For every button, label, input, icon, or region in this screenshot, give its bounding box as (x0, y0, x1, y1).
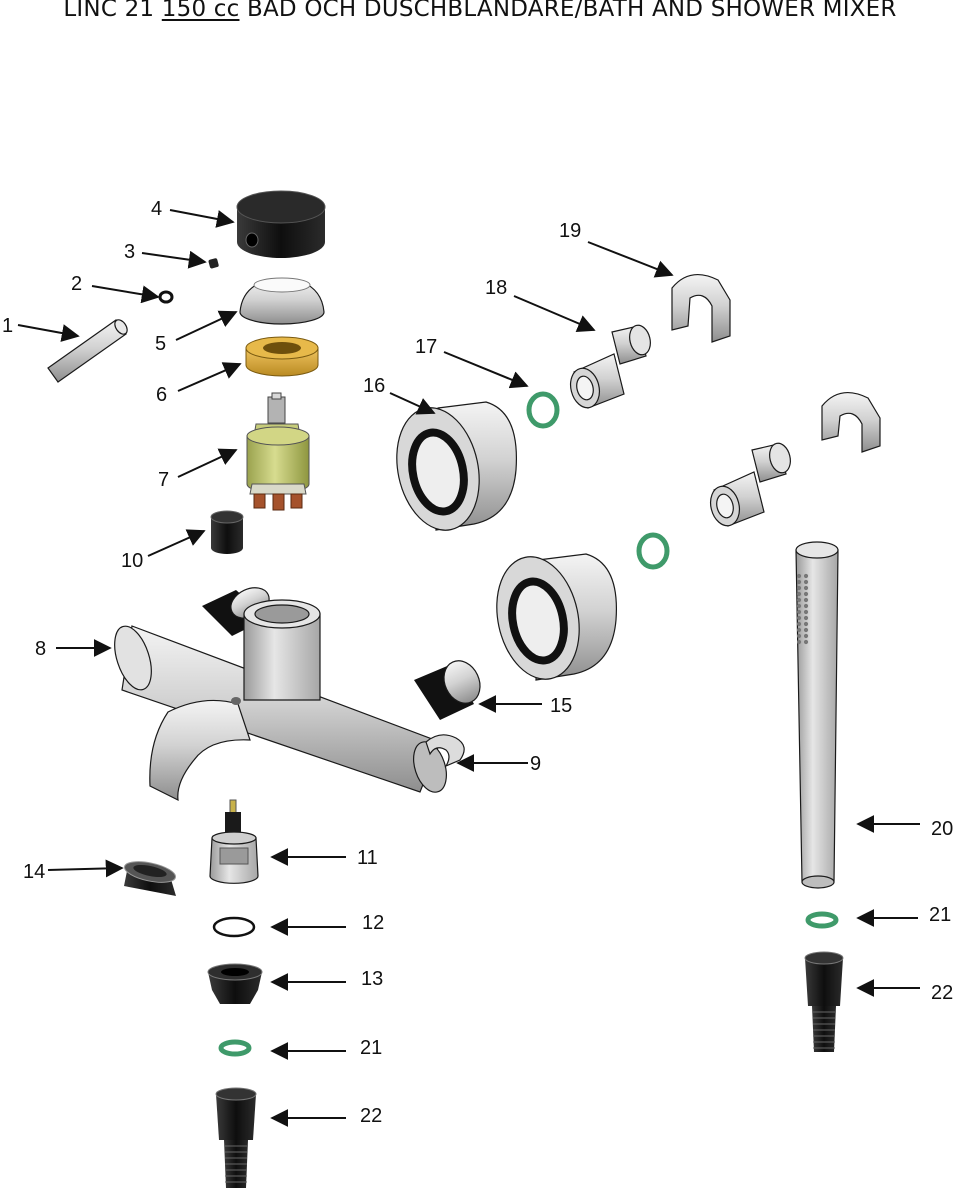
hose-ribs (225, 1145, 247, 1183)
part-union-upper (569, 324, 651, 409)
part-dome-cover (239, 277, 325, 325)
part-black-nut (207, 963, 263, 1004)
nozzle-dot (803, 621, 809, 627)
callout-15: 15 (550, 695, 572, 717)
hose-ribs (813, 1011, 835, 1049)
part-clip-lower (821, 391, 881, 453)
part-small-o-ring (158, 290, 174, 304)
parts-layer (47, 190, 881, 1188)
callout-2: 2 (71, 273, 82, 295)
callout-22-bottom: 22 (360, 1105, 382, 1127)
nozzle-dot (796, 597, 802, 603)
callout-20: 20 (931, 818, 953, 840)
part-washer-right (805, 911, 839, 929)
part-gasket-lower (636, 532, 670, 570)
nozzle-dot (796, 609, 802, 615)
callout-19: 19 (559, 220, 581, 242)
part-escutcheon-upper (396, 401, 518, 531)
nozzle-dot (796, 585, 802, 591)
callout-6: 6 (156, 384, 167, 406)
shower-nozzles (796, 573, 809, 645)
part-escutcheon-lower (496, 553, 618, 681)
part-hand-shower (795, 541, 839, 889)
nozzle-dot (803, 615, 809, 621)
nozzle-dot (796, 603, 802, 609)
nozzle-dot (803, 579, 809, 585)
part-hose-connector-right (804, 951, 844, 1052)
part-clip-upper (671, 273, 731, 343)
part-o-ring (212, 916, 256, 938)
callout-10: 10 (121, 550, 143, 572)
callout-4: 4 (151, 198, 162, 220)
callout-9: 9 (530, 753, 541, 775)
part-union-lower (709, 442, 791, 527)
callout-21-bottom: 21 (360, 1037, 382, 1059)
callout-16: 16 (363, 375, 385, 397)
nozzle-dot (803, 627, 809, 633)
leader-arrows (17, 209, 920, 1127)
callout-1: 1 (2, 315, 13, 337)
nozzle-dot (803, 585, 809, 591)
nozzle-dot (796, 627, 802, 633)
part-washer-bottom (218, 1039, 252, 1057)
callout-8: 8 (35, 638, 46, 660)
callout-5: 5 (155, 333, 166, 355)
callout-12: 12 (362, 912, 384, 934)
part-pin (47, 319, 128, 383)
nozzle-dot (803, 597, 809, 603)
callout-7: 7 (158, 469, 169, 491)
part-black-bushing (210, 510, 244, 554)
diagram-title: LINC 21 150 cc BAD OCH DUSCHBLANDARE/BAT… (0, 0, 960, 22)
part-mixer-cartridge (246, 392, 310, 511)
part-hose-connector-bottom (215, 1087, 257, 1188)
nozzle-dot (796, 633, 802, 639)
nozzle-dot (796, 579, 802, 585)
callout-21-right: 21 (929, 904, 951, 926)
nozzle-dot (803, 603, 809, 609)
nozzle-dot (803, 633, 809, 639)
nozzle-dot (796, 639, 802, 645)
part-aerator (123, 861, 177, 896)
nozzle-dot (796, 621, 802, 627)
callout-labels: 1 2 3 4 5 6 7 8 9 10 11 12 13 14 15 16 1… (2, 198, 953, 1127)
nozzle-dot (803, 591, 809, 597)
callout-14: 14 (23, 861, 45, 883)
nozzle-dot (803, 639, 809, 645)
nozzle-dot (796, 591, 802, 597)
nozzle-dot (796, 573, 802, 579)
title-underlined: 150 cc (161, 0, 240, 22)
nozzle-dot (796, 615, 802, 621)
callout-3: 3 (124, 241, 135, 263)
nozzle-dot (803, 573, 809, 579)
part-handle-cap (236, 190, 326, 258)
part-gasket-upper (526, 391, 560, 429)
title-prefix: LINC 21 (63, 0, 155, 22)
callout-17: 17 (415, 336, 437, 358)
title-suffix: BAD OCH DUSCHBLANDARE/BATH AND SHOWER MI… (247, 0, 897, 22)
callout-13: 13 (361, 968, 383, 990)
callout-11: 11 (357, 847, 378, 869)
part-diverter-cartridge (209, 799, 259, 884)
part-brass-nut (245, 336, 319, 377)
part-mixer-body (114, 587, 481, 802)
callout-18: 18 (485, 277, 507, 299)
nozzle-dot (803, 609, 809, 615)
callout-22-right: 22 (931, 982, 953, 1004)
part-grub-screw (208, 258, 219, 269)
